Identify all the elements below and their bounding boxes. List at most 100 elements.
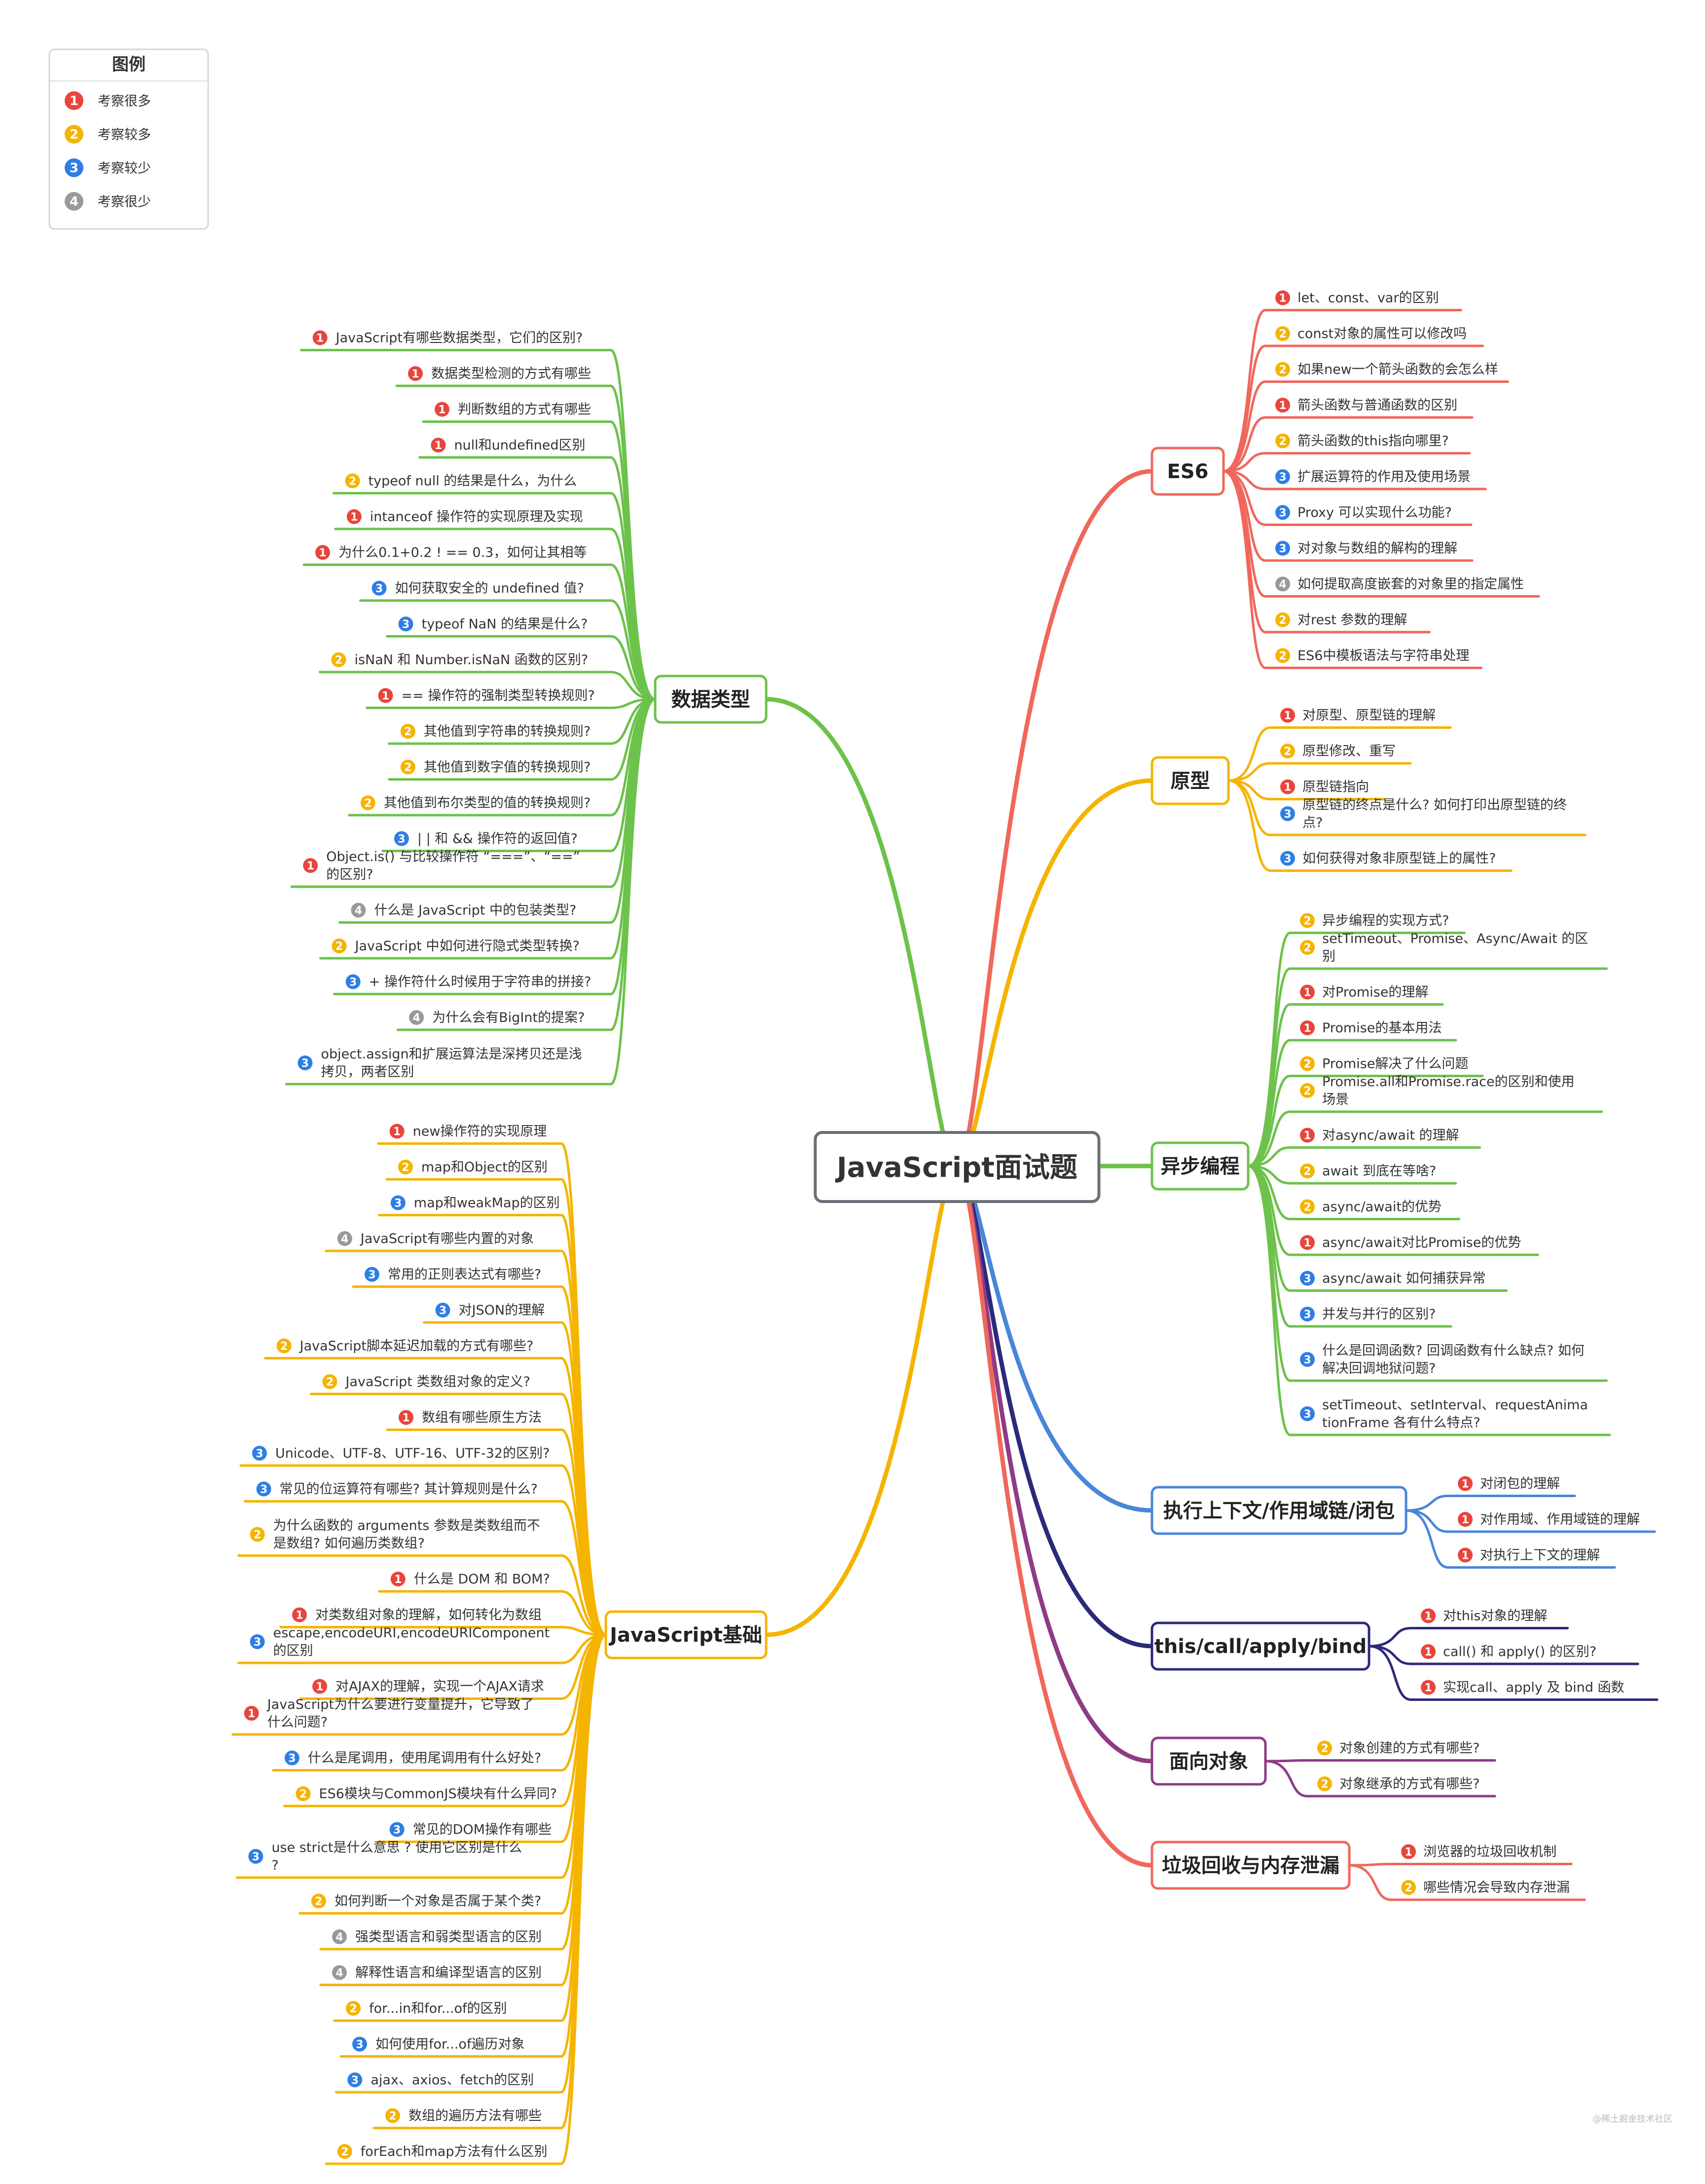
leaf-label-line: const对象的属性可以修改吗 [1297, 326, 1467, 341]
branch-leaf-connector [1406, 1509, 1448, 1569]
priority-1-icon [346, 509, 362, 524]
priority-number: 4 [341, 1233, 348, 1245]
priority-3-icon [371, 581, 387, 596]
priority-number: 1 [394, 1574, 402, 1586]
leaf-label: JavaScript为什么要进行变量提升，它导致了什么问题? [266, 1697, 534, 1730]
leaf-label: 箭头函数与普通函数的区别 [1297, 398, 1457, 413]
priority-number: 1 [1284, 782, 1291, 794]
leaf-label: 什么是尾调用，使用尾调用有什么好处? [308, 1751, 541, 1766]
priority-3-icon [297, 1055, 313, 1070]
priority-2-icon [1300, 940, 1315, 955]
branch-label: ES6 [1167, 460, 1209, 483]
priority-2-icon [360, 795, 375, 810]
leaf-label: 箭头函数的this指向哪里? [1297, 434, 1449, 449]
leaf-label: 其他值到字符串的转换规则? [424, 724, 591, 739]
leaf-label: 对原型、原型链的理解 [1302, 708, 1436, 723]
priority-number: 2 [349, 476, 356, 488]
branch-node: JavaScript基础 [604, 1610, 768, 1659]
leaf-label: 对对象与数组的解构的理解 [1297, 541, 1457, 556]
branch-leaf-connector [1223, 380, 1266, 473]
branch-leaf-connector [1228, 726, 1271, 782]
leaf-label-line: 并发与并行的区别? [1322, 1307, 1436, 1322]
priority-2-icon [1317, 1740, 1332, 1756]
priority-3-icon [394, 831, 409, 846]
priority-number: 3 [398, 833, 405, 846]
priority-3-icon [1300, 1271, 1315, 1286]
leaf-label-line: ajax、axios、fetch的区别 [371, 2072, 534, 2088]
branch-box [654, 675, 768, 724]
priority-number: 3 [439, 1305, 446, 1317]
leaf-label-line: 数组的遍历方法有哪些 [408, 2109, 542, 2124]
leaf-label-line: 其他值到布尔类型的值的转换规则? [384, 795, 591, 811]
leaf-label-line: for...in和for...of的区别 [369, 2001, 507, 2016]
priority-2-icon [1275, 648, 1290, 663]
branch-node: this/call/apply/bind [1150, 1621, 1371, 1671]
priority-4-icon [332, 1929, 347, 1944]
legend-label: 考察较多 [98, 127, 151, 143]
priority-2-icon [1317, 1776, 1332, 1791]
branch-leaf-connector [1248, 1039, 1291, 1167]
priority-number: 3 [1279, 543, 1286, 555]
priority-3-icon [1280, 806, 1295, 821]
leaf-label-line: Proxy 可以实现什么功能? [1297, 505, 1452, 521]
leaf-label: 对作用域、作用域链的理解 [1480, 1512, 1640, 1527]
leaf-label: Object.is() 与比较操作符 “===”、“==” 的区别? [326, 849, 584, 882]
priority-number: 2 [364, 797, 371, 810]
leaf-label-line: 什么问题? [267, 1715, 328, 1730]
priority-number: 3 [368, 1269, 375, 1281]
leaf-label-line: 点? [1302, 815, 1323, 830]
leaf-label-line: JavaScript 中如何进行隐式类型转换? [354, 939, 580, 954]
leaf-label: JavaScript有哪些内置的对象 [360, 1231, 534, 1246]
leaf-label-line: 对Promise的理解 [1322, 985, 1428, 1000]
priority-number: 3 [375, 583, 383, 595]
leaf-label: JavaScript 中如何进行隐式类型转换? [354, 939, 580, 954]
branch-node: 原型 [1150, 756, 1230, 805]
priority-number: 2 [341, 2146, 348, 2158]
leaf-label-line: 是数组? 如何遍历类数组? [273, 1536, 425, 1551]
priority-number: 3 [254, 1636, 261, 1649]
priority-number: 1 [1303, 1237, 1311, 1249]
leaf-label: isNaN 和 Number.isNaN 函数的区别? [354, 652, 588, 668]
branch-node: 异步编程 [1150, 1141, 1250, 1191]
leaf-label: 判断数组的方式有哪些 [458, 402, 591, 417]
priority-number: 3 [394, 1198, 402, 1210]
leaf-label: 原型链指向 [1302, 780, 1369, 795]
connector-layer [560, 309, 1448, 2165]
priority-number: 3 [1303, 1309, 1311, 1321]
leaf-item: 3| | 和 && 操作符的返回值? [381, 831, 612, 852]
priority-2-icon [398, 1160, 413, 1174]
priority-1-icon [1275, 398, 1290, 413]
leaf-label: 原型链的终点是什么? 如何打印出原型链的终点? [1302, 797, 1567, 830]
leaf-label: Promise解决了什么问题 [1322, 1056, 1468, 1072]
priority-number: 2 [404, 762, 411, 774]
priority-2-icon [1275, 433, 1290, 449]
leaf-label-line: new操作符的实现原理 [413, 1124, 547, 1139]
leaf-label: 解释性语言和编译型语言的区别 [355, 1965, 542, 1981]
leaf-label: 对象继承的方式有哪些? [1339, 1776, 1480, 1792]
priority-1-icon [378, 688, 393, 703]
branch-leaf-connector [1406, 1495, 1448, 1512]
leaf-label-line: 原型链指向 [1302, 780, 1369, 795]
leaf-label-line: 常用的正则表达式有哪些? [388, 1267, 541, 1282]
priority-1-icon [292, 1607, 307, 1622]
leaf-label-line: 箭头函数与普通函数的区别 [1297, 398, 1457, 413]
leaf-label: 对AJAX的理解，实现一个AJAX请求 [335, 1679, 544, 1694]
priority-3-icon [398, 616, 413, 632]
leaf-label-line: ? [271, 1858, 278, 1873]
priority-number: 2 [1321, 1743, 1328, 1755]
root-node: JavaScript面试题 [814, 1131, 1101, 1203]
priority-1-icon [435, 402, 449, 417]
priority-number: 2 [1303, 942, 1311, 954]
